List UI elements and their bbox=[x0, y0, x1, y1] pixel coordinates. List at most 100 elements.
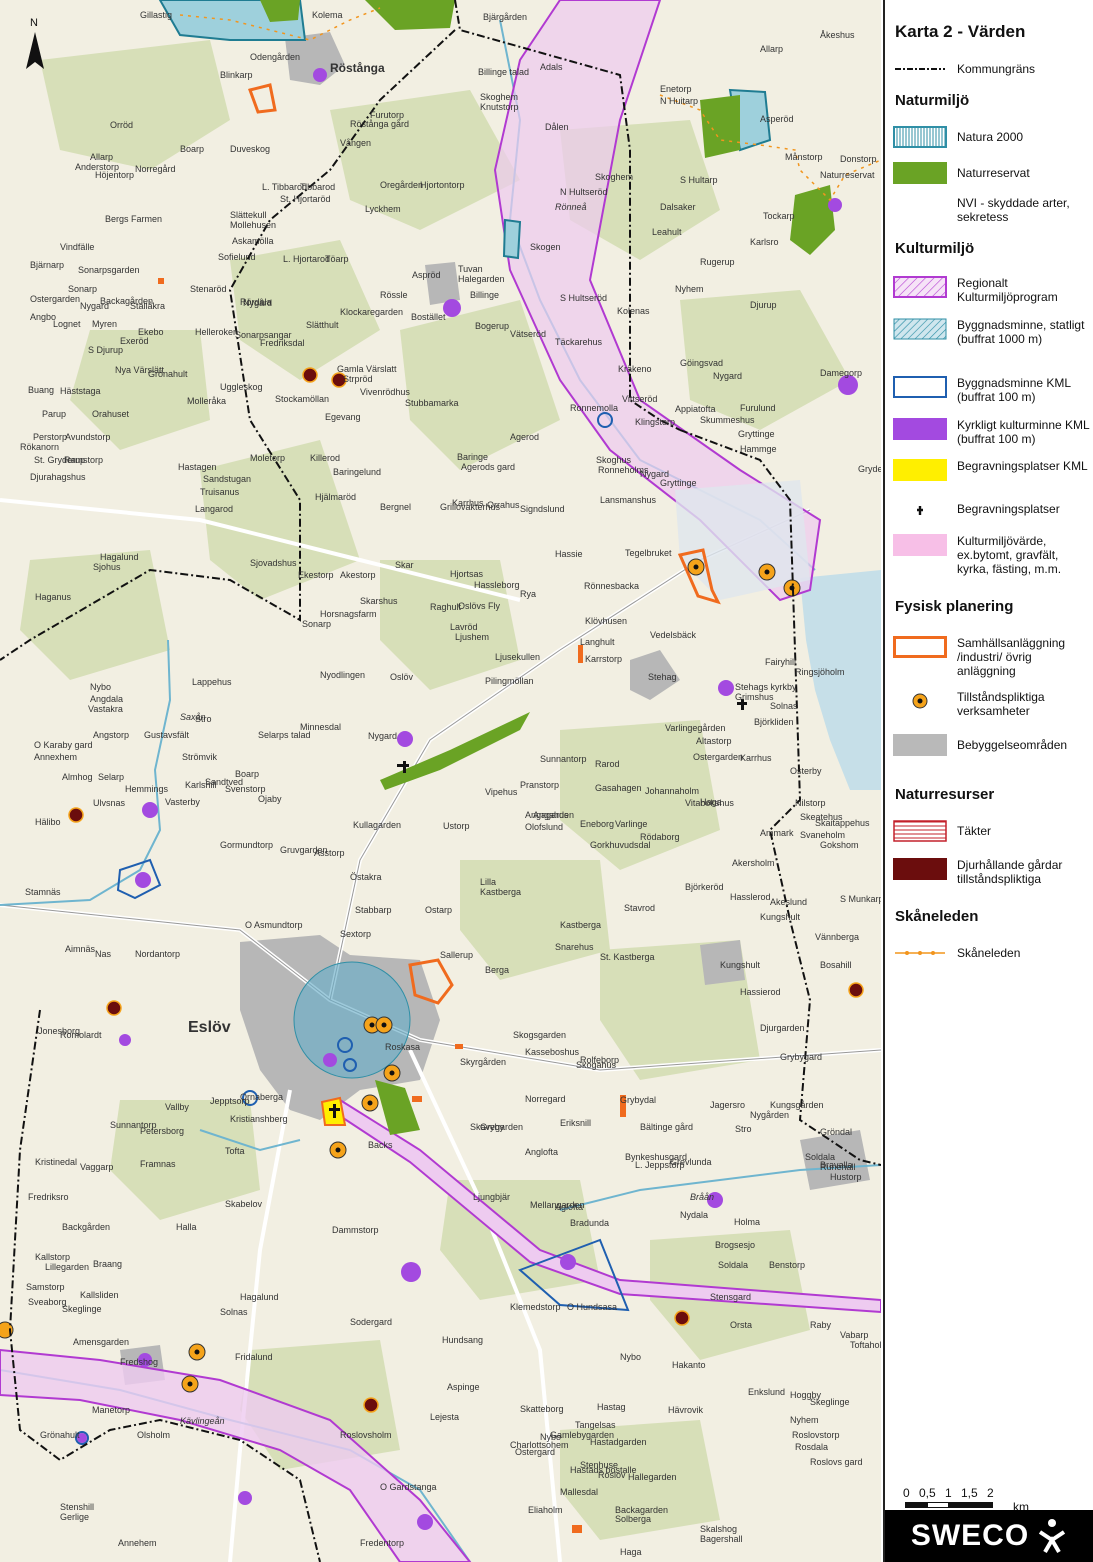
place-label: Kastberga bbox=[560, 920, 601, 930]
legend-label: Samhällsanläggning /industri/ övrig anlä… bbox=[957, 636, 1066, 678]
place-label: Angahus bbox=[533, 810, 569, 820]
place-label: N Hultseröd bbox=[560, 187, 608, 197]
place-label: Brogsesjo bbox=[715, 1240, 755, 1250]
place-label: Kolenas bbox=[617, 306, 650, 316]
place-label: Angstorp bbox=[93, 730, 129, 740]
place-label: Horsnagsfarm bbox=[320, 609, 377, 619]
place-label: Skavegarden bbox=[470, 1122, 523, 1132]
place-label: Roslov bbox=[598, 1470, 626, 1480]
place-label: Hastads bostalle bbox=[570, 1465, 637, 1475]
place-label: Hastag bbox=[597, 1402, 626, 1412]
place-label: Raghult bbox=[430, 602, 462, 612]
place-label: Björkliden bbox=[754, 717, 794, 727]
place-label: Gryttinge bbox=[660, 478, 697, 488]
place-label: Olofslund bbox=[525, 822, 563, 832]
place-label: Kungsgården bbox=[770, 1100, 824, 1110]
place-label: Svenstorp bbox=[225, 784, 266, 794]
place-label: Jonesborg bbox=[38, 1026, 80, 1036]
place-label: L. Jeppstorp bbox=[635, 1160, 685, 1170]
place-label: Askamölla bbox=[232, 236, 274, 246]
place-label: Knutstorp bbox=[480, 102, 519, 112]
place-label: Stehag bbox=[648, 672, 677, 682]
place-label: Gokshom bbox=[820, 840, 859, 850]
map-canvas[interactable]: KolemaBjärgårdenGillastigBlinkarpOdengår… bbox=[0, 0, 881, 1562]
kommungrans-southwest bbox=[8, 1009, 321, 1562]
town-label-eslov: Eslöv bbox=[188, 1019, 231, 1036]
scale-label: 1,5 bbox=[961, 1486, 978, 1500]
place-label: S Hultseröd bbox=[560, 293, 607, 303]
place-label: Bynkeshusgard bbox=[625, 1152, 687, 1162]
place-label: Mellangarden bbox=[530, 1200, 585, 1210]
place-label: Hälibo bbox=[35, 817, 61, 827]
place-label: Billinge bbox=[470, 290, 499, 300]
place-label: Braang bbox=[93, 1259, 122, 1269]
place-label: Tangelsas bbox=[575, 1420, 616, 1430]
place-label: St. Hjortaröd bbox=[280, 194, 331, 204]
woodland-patches bbox=[20, 40, 850, 1540]
place-label: Stubbamarka bbox=[405, 398, 459, 408]
place-label: Grevlunda bbox=[670, 1157, 712, 1167]
place-label: Nygard bbox=[80, 301, 109, 311]
place-label: Almhog bbox=[62, 772, 93, 782]
place-label: Holma bbox=[734, 1217, 760, 1227]
place-label: Nygard bbox=[640, 469, 669, 479]
legend-item-kulturmiljovarde: Kulturmiljövärde, ex.bytomt, gravfält, k… bbox=[893, 534, 1093, 576]
place-label: Stro bbox=[195, 714, 212, 724]
place-label: Skeglinge bbox=[62, 1304, 102, 1314]
place-label: Toftaholm bbox=[850, 1340, 881, 1350]
place-label: Backagården bbox=[100, 296, 153, 306]
skaneleden-trail-east bbox=[659, 94, 881, 202]
place-label: Skogsgarden bbox=[513, 1030, 566, 1040]
cross-icon bbox=[917, 506, 923, 515]
place-label: Täckarehus bbox=[555, 337, 603, 347]
place-label: Rugerup bbox=[700, 257, 735, 267]
place-label: Djurahagshus bbox=[30, 472, 86, 482]
place-label: Skaitappehus bbox=[815, 818, 870, 828]
place-label: Hassleborg bbox=[474, 580, 520, 590]
north-arrow: N bbox=[20, 14, 50, 74]
legend-label: Kulturmiljövärde, ex.bytomt, gravfält, k… bbox=[957, 534, 1062, 576]
place-label: Rosdala bbox=[795, 1442, 828, 1452]
regionalt-swatch-icon bbox=[893, 276, 947, 298]
place-label: Angagarden bbox=[525, 810, 574, 820]
skaneleden-trail-west bbox=[179, 7, 381, 41]
place-label: Sonarpsgarden bbox=[78, 265, 140, 275]
place-label: Ronnemolla bbox=[570, 403, 618, 413]
place-label: Skogen bbox=[530, 242, 561, 252]
scale-label: 0,5 bbox=[919, 1486, 936, 1500]
place-label: Selarps talad bbox=[258, 730, 311, 740]
naturreservat-swatch-icon bbox=[893, 162, 947, 184]
place-label: Djurgarden bbox=[760, 1023, 805, 1033]
place-label: Rössle bbox=[380, 290, 408, 300]
place-label: Stavrod bbox=[624, 903, 655, 913]
place-label: S Munkarp bbox=[840, 894, 881, 904]
waterbody-label: Saxån bbox=[180, 712, 206, 722]
legend-label: Byggnadsminne, statligt (buffrat 1000 m) bbox=[957, 318, 1085, 346]
place-label: Altastorp bbox=[696, 736, 732, 746]
kommungrans-symbol-icon bbox=[895, 68, 945, 70]
place-label: Ostarp bbox=[425, 905, 452, 915]
place-label: Grybydal bbox=[620, 1095, 656, 1105]
place-label: Stehags kyrkby bbox=[735, 682, 797, 692]
place-label: L. Hjortarod bbox=[283, 254, 330, 264]
place-label: Grönahult bbox=[148, 369, 188, 379]
place-label: Nyhem bbox=[675, 284, 704, 294]
place-label: L. Tibbarod bbox=[262, 182, 307, 192]
place-label: Bagershall bbox=[700, 1534, 743, 1544]
place-label: Fairyhill bbox=[765, 657, 796, 667]
place-label: Björkeröd bbox=[685, 882, 724, 892]
place-label: Slättekull bbox=[230, 210, 267, 220]
place-label: Nya Värslätt bbox=[115, 365, 165, 375]
legend-label: Regionalt Kulturmiljöprogram bbox=[957, 276, 1058, 304]
place-label: Langhult bbox=[580, 637, 615, 647]
place-label: Lilla bbox=[480, 877, 496, 887]
place-label: Akersholm bbox=[732, 858, 775, 868]
place-label: Kräkeno bbox=[618, 364, 652, 374]
place-label: Helleroken bbox=[195, 327, 238, 337]
place-label: Göingsvad bbox=[680, 358, 723, 368]
samhallsanlaggning-swatch-icon bbox=[893, 636, 947, 658]
place-label: Vången bbox=[340, 138, 371, 148]
place-label: Duveskog bbox=[230, 144, 270, 154]
